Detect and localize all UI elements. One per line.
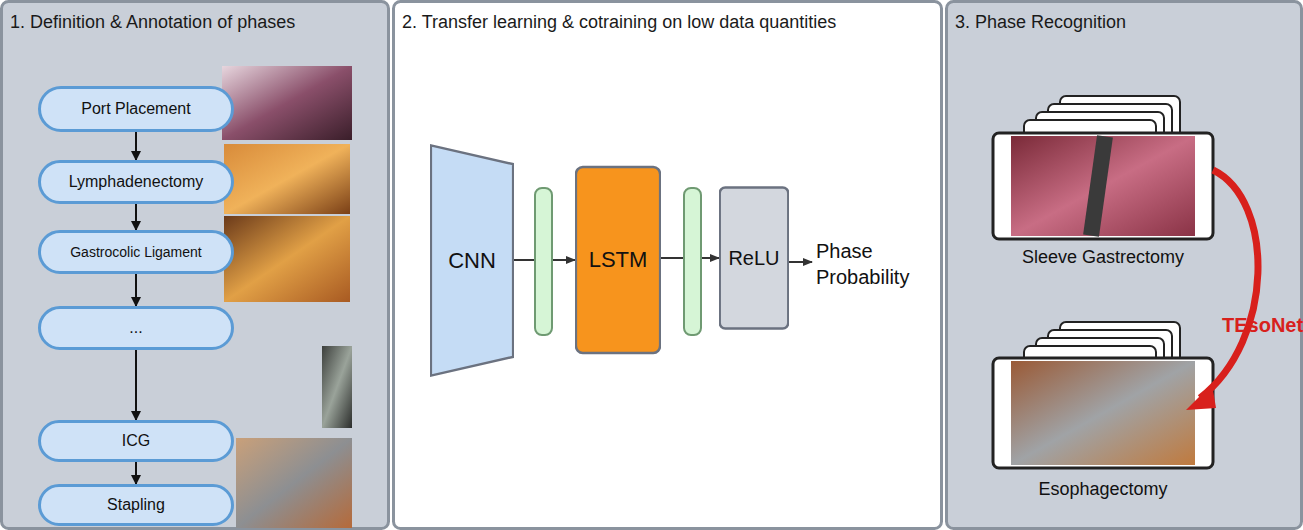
node-label: Lymphadenectomy: [69, 173, 204, 191]
phase-box: Lymphadenectomy: [38, 160, 234, 204]
surgical-photo: [224, 144, 350, 214]
panel-heading: 3. Phase Recognition: [955, 12, 1126, 33]
phase-box: Port Placement: [38, 86, 234, 132]
cnn-block: CNN: [430, 143, 514, 378]
phase-box: Stapling: [38, 484, 234, 526]
transfer-arrow: [1200, 170, 1258, 398]
panel-ground: [394, 2, 942, 529]
panel-heading: 1. Definition & Annotation of phases: [10, 12, 295, 33]
model-name: TEsoNet: [1222, 312, 1302, 338]
phase-arrow: [135, 274, 137, 306]
procedure-label: Sleeve Gastrectomy: [993, 246, 1213, 269]
frame-stack: [993, 96, 1213, 239]
node-label: LSTM: [589, 247, 648, 273]
stage-panel: 2. Transfer learning & cotraining on low…: [392, 0, 942, 530]
node-label: ICG: [122, 432, 150, 450]
node-label: ...: [129, 319, 142, 337]
panel-ground: [947, 2, 1302, 529]
phase-box: Gastrocolic Ligament: [38, 230, 234, 274]
phase-arrow: [135, 204, 137, 230]
surgical-photo: [322, 346, 352, 428]
feature-bar: [684, 188, 701, 335]
feature-bar: [535, 188, 552, 335]
network-layer: ReLU: [719, 186, 789, 330]
network-layer: LSTM: [575, 165, 661, 355]
panel-ground: [2, 2, 389, 529]
procedure-label: Esophagectomy: [993, 478, 1213, 501]
node-label: Port Placement: [81, 100, 190, 118]
phase-box: ICG: [38, 420, 234, 462]
output-label: Phase Probability: [816, 238, 928, 290]
surgical-photo: [222, 66, 352, 140]
node-label: ReLU: [728, 247, 779, 270]
surgical-photo: [224, 216, 350, 302]
node-label: Stapling: [107, 496, 165, 514]
node-label: CNN: [448, 248, 496, 274]
frame-stack: [993, 322, 1213, 468]
surgical-photo: [236, 438, 352, 528]
node-label: Gastrocolic Ligament: [70, 244, 202, 260]
transfer-arrowhead: [1186, 384, 1216, 410]
phase-box: ...: [38, 306, 234, 350]
panel-heading: 2. Transfer learning & cotraining on low…: [402, 12, 836, 33]
phase-arrow: [135, 462, 137, 484]
phase-arrow: [135, 350, 137, 420]
stage-panel: 1. Definition & Annotation of phasesPort…: [0, 0, 390, 530]
phase-arrow: [135, 132, 137, 160]
